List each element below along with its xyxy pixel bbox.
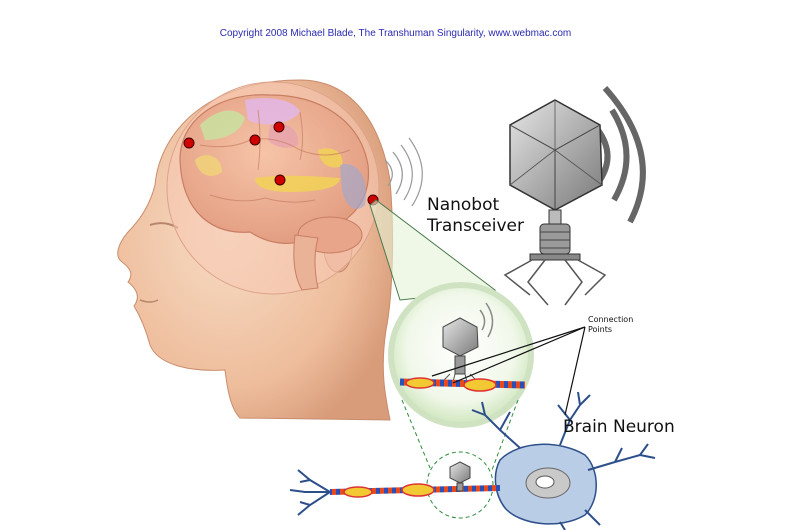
nanobot-label-line2: Transceiver bbox=[427, 216, 524, 236]
head-signal-waves bbox=[384, 137, 423, 207]
signal-wave-icon bbox=[602, 85, 646, 224]
nanobot-label-line1: Nanobot bbox=[427, 195, 500, 215]
connection-points-label: Connection Points bbox=[588, 315, 633, 335]
connection-label-line1: Connection bbox=[588, 315, 634, 324]
nanobot-marker bbox=[274, 174, 286, 186]
copyright-notice: Copyright 2008 Michael Blade, The Transh… bbox=[219, 28, 572, 39]
nanobot-markers bbox=[183, 121, 379, 206]
nanobot-marker bbox=[249, 134, 261, 146]
nanobot-transceiver-label: Nanobot Transceiver bbox=[427, 195, 524, 237]
zoom-cone bbox=[369, 199, 497, 301]
signal-wave-icon bbox=[609, 108, 630, 202]
nanobot-transceiver-illustration bbox=[503, 85, 646, 306]
brain-neuron-illustration bbox=[289, 391, 656, 530]
nanobot-marker bbox=[273, 121, 285, 133]
connection-label-line2: Points bbox=[588, 325, 613, 334]
nanobot-marker bbox=[183, 137, 195, 149]
brain-neuron-label: Brain Neuron bbox=[563, 417, 675, 437]
magnified-view-lens bbox=[388, 282, 534, 428]
connection-pointers bbox=[431, 326, 586, 416]
